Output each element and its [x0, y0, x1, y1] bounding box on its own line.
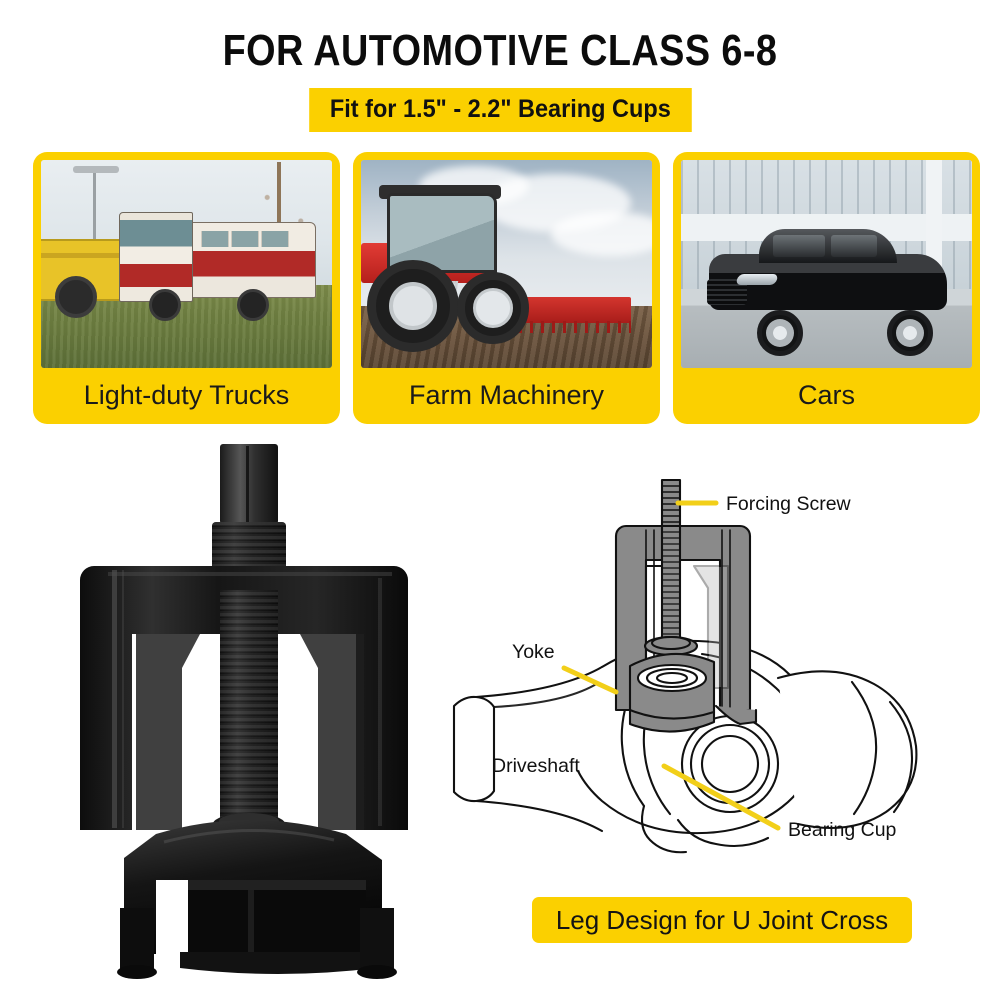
diagram-bearing-cup	[680, 714, 780, 814]
bus-front	[119, 212, 193, 302]
forcing-screw-shaft	[213, 590, 285, 835]
diagram-label-bearing-cup: Bearing Cup	[788, 819, 897, 841]
diagram-driveshaft	[452, 665, 604, 833]
bus-window	[261, 230, 289, 247]
application-card-farm: Farm Machinery	[353, 152, 660, 424]
tractor-front-wheel	[457, 272, 529, 345]
subhead-container: Fit for 1.5" - 2.2" Bearing Cups	[0, 88, 1000, 132]
diagram-puller-tool	[614, 478, 758, 733]
application-card-cars: Cars	[673, 152, 980, 424]
card-caption-trucks: Light-duty Trucks	[83, 380, 290, 410]
sedan-headlight	[735, 274, 779, 286]
leader-bearing-cup	[661, 763, 781, 831]
sedan-front-wheel	[757, 309, 803, 356]
diagram-label-yoke: Yoke	[512, 641, 555, 663]
sedan-rear-wheel	[887, 309, 933, 356]
bus-photo	[41, 160, 332, 368]
forcing-screw-hex-head	[220, 444, 278, 524]
diagram-label-driveshaft: Driveshaft	[492, 755, 580, 777]
puller-saddle	[117, 820, 397, 979]
sedan-window	[831, 234, 877, 257]
bus-wheel	[237, 288, 269, 321]
bus-wheel	[149, 288, 181, 321]
tractor-rear-wheel	[367, 259, 459, 352]
application-cards: Light-duty Trucks Farm Machinery	[33, 152, 980, 424]
cloud	[551, 212, 652, 256]
card-caption-farm: Farm Machinery	[408, 380, 605, 410]
tractor-photo	[361, 160, 652, 368]
product-photo-u-joint-puller	[60, 438, 440, 986]
street-lamp	[73, 166, 119, 274]
page-title: FOR AUTOMOTIVE CLASS 6-8	[222, 26, 778, 75]
sedan-window	[773, 234, 825, 257]
u-joint-diagram: Forcing Screw Yoke Driveshaft Bearing Cu…	[448, 470, 996, 890]
bus-window	[201, 230, 229, 247]
leg-design-caption: Leg Design for U Joint Cross	[531, 897, 913, 943]
car-photo	[681, 160, 972, 368]
card-caption-cars: Cars	[797, 380, 855, 410]
yellow-bus-wheel	[55, 276, 97, 319]
puller-c-frame	[80, 566, 408, 830]
header: FOR AUTOMOTIVE CLASS 6-8 Fit for 1.5" - …	[0, 0, 1000, 140]
fitment-badge: Fit for 1.5" - 2.2" Bearing Cups	[308, 88, 692, 132]
bus-window	[231, 230, 259, 247]
bottom-caption-container: Leg Design for U Joint Cross	[448, 897, 996, 943]
leader-yoke	[561, 665, 619, 695]
application-card-trucks: Light-duty Trucks	[33, 152, 340, 424]
diagram-leader-lines	[561, 500, 781, 831]
diagram-label-forcing-screw: Forcing Screw	[726, 493, 852, 515]
cultivator-implement	[519, 297, 631, 334]
